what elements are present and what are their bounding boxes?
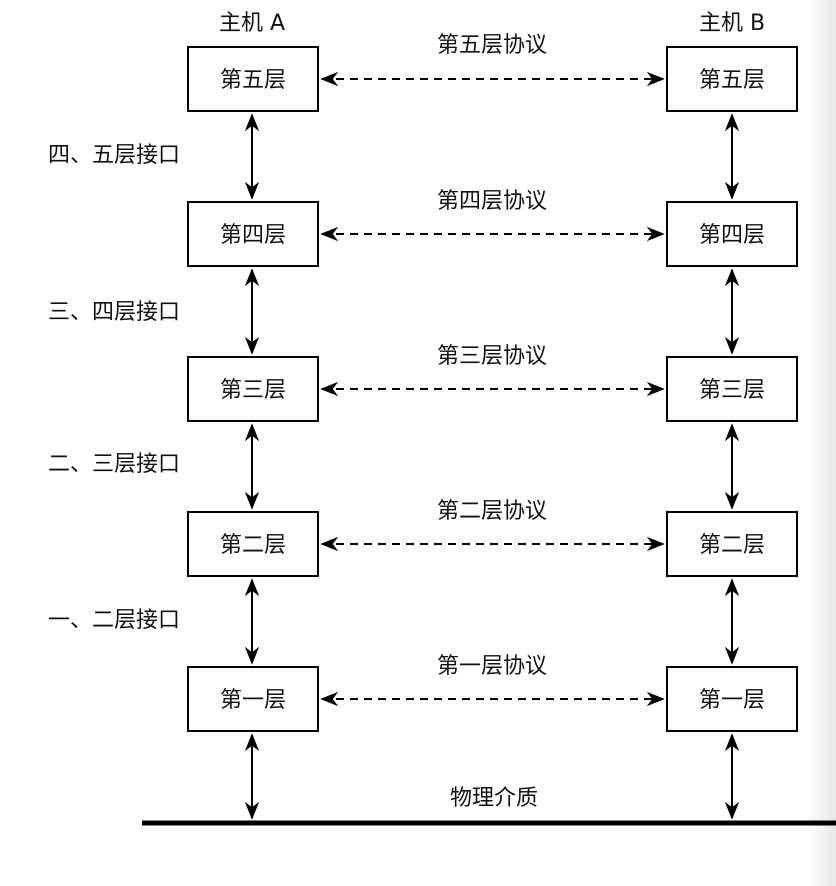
host-b-layer-3-label: 第三层 <box>699 378 765 403</box>
host-a-layer-2-box <box>187 511 319 577</box>
host-a-layer-4-label: 第四层 <box>220 223 286 248</box>
physical-medium-label: 物理介质 <box>450 786 538 811</box>
host-a-layer-5-label: 第五层 <box>220 68 286 93</box>
interface-3-2-label: 二、三层接口 <box>48 452 180 477</box>
host-a-layer-1-box <box>187 666 319 732</box>
host-a-label: 主机 A <box>219 11 285 36</box>
host-b-layer-5-label: 第五层 <box>699 68 765 93</box>
host-b-label: 主机 B <box>699 11 765 36</box>
host-b-layer-1-box <box>666 666 798 732</box>
layer-3-protocol-label: 第三层协议 <box>437 344 547 369</box>
host-a-layer-1-label: 第一层 <box>220 688 286 713</box>
host-b-layer-2-box <box>666 511 798 577</box>
host-a-layer-4-box <box>187 201 319 267</box>
layer-1-protocol-label: 第一层协议 <box>437 654 547 679</box>
host-a-layer-2-label: 第二层 <box>220 533 286 558</box>
page-edge-shadow <box>806 0 836 886</box>
layer-2-protocol-label: 第二层协议 <box>437 499 547 524</box>
host-b-layer-1-label: 第一层 <box>699 688 765 713</box>
interface-2-1-label: 一、二层接口 <box>48 608 180 633</box>
host-b-layer-2-label: 第二层 <box>699 533 765 558</box>
host-b-layer-3-box <box>666 356 798 422</box>
host-b-layer-4-label: 第四层 <box>699 223 765 248</box>
host-a-layer-3-label: 第三层 <box>220 378 286 403</box>
host-a-layer-5-box <box>187 46 319 112</box>
interface-4-3-label: 三、四层接口 <box>48 300 180 325</box>
interface-5-4-label: 四、五层接口 <box>48 143 180 168</box>
layer-4-protocol-label: 第四层协议 <box>437 189 547 214</box>
host-b-layer-5-box <box>666 46 798 112</box>
host-b-layer-4-box <box>666 201 798 267</box>
layer-5-protocol-label: 第五层协议 <box>437 33 547 58</box>
host-a-layer-3-box <box>187 356 319 422</box>
